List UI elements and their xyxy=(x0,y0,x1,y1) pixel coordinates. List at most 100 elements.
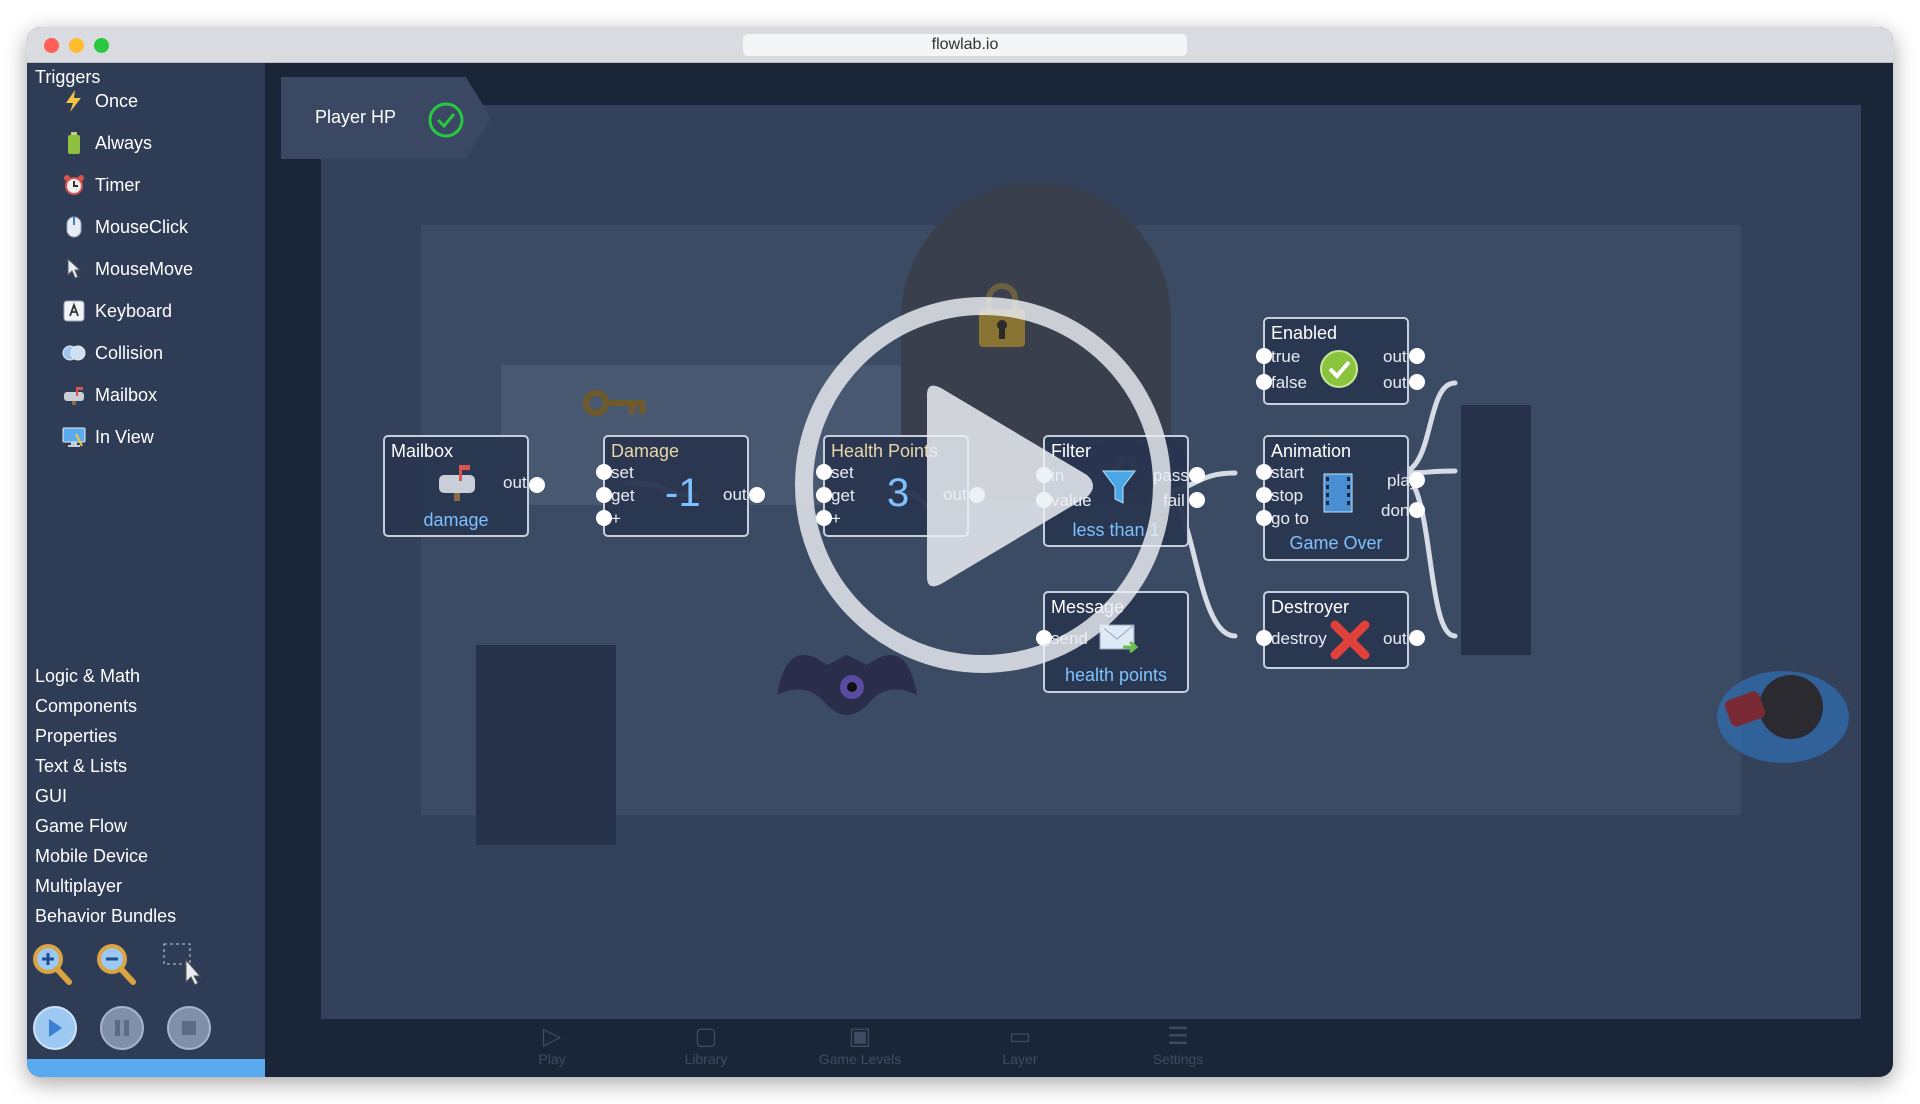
output-pin-pass[interactable] xyxy=(1189,467,1205,483)
category-components[interactable]: Components xyxy=(35,696,138,716)
input-pin-plus[interactable] xyxy=(596,510,612,526)
mailbox-icon xyxy=(61,382,87,408)
bottom-game-levels-tab[interactable]: ▣Game Levels xyxy=(815,1023,905,1077)
category-behavior-bundles[interactable]: Behavior Bundles xyxy=(35,906,177,926)
output-pin[interactable] xyxy=(1409,630,1425,646)
port-false-label: false xyxy=(1271,373,1307,392)
output-pin-fail[interactable] xyxy=(1189,492,1205,508)
input-pin-set[interactable] xyxy=(596,464,612,480)
behavior-palette-sidebar: Triggers Once Always Timer MouseClick Mo… xyxy=(27,63,265,1077)
category-gui[interactable]: GUI xyxy=(35,786,68,806)
monitor-icon xyxy=(61,424,87,450)
zoom-in-icon xyxy=(33,944,72,985)
stop-icon xyxy=(182,1021,196,1035)
trigger-once[interactable]: Once xyxy=(61,84,138,118)
video-play-overlay[interactable] xyxy=(795,297,1171,673)
pause-button[interactable] xyxy=(100,1006,144,1050)
trigger-label: Timer xyxy=(95,174,141,195)
film-strip-icon xyxy=(1323,473,1353,513)
output-pin-done[interactable] xyxy=(1409,502,1425,518)
red-x-icon xyxy=(1330,620,1370,660)
input-pin-destroy[interactable] xyxy=(1256,630,1272,646)
trigger-timer[interactable]: Timer xyxy=(61,168,140,202)
trigger-label: Collision xyxy=(95,342,164,363)
lightning-icon xyxy=(61,88,87,114)
select-tool-button[interactable] xyxy=(161,941,207,987)
trigger-label: Always xyxy=(95,132,153,153)
trigger-mouseclick[interactable]: MouseClick xyxy=(61,210,188,244)
trigger-label: In View xyxy=(95,426,154,447)
node-title: Damage xyxy=(611,441,680,461)
behavior-name: Player HP xyxy=(315,107,397,127)
node-value: -1 xyxy=(665,471,701,515)
port-out-label-2: out xyxy=(1383,373,1407,392)
node-title: Enabled xyxy=(1271,323,1338,343)
zoom-in-button[interactable] xyxy=(30,941,76,987)
bottom-play-tab[interactable]: ▷Play xyxy=(507,1023,597,1077)
trigger-mailbox[interactable]: Mailbox xyxy=(61,378,157,412)
input-pin-true[interactable] xyxy=(1256,348,1272,364)
zoom-out-icon xyxy=(97,944,136,985)
damage-node[interactable]: Damage set get + -1 out xyxy=(596,435,765,537)
maximize-window-button[interactable] xyxy=(94,38,109,53)
category-properties[interactable]: Properties xyxy=(35,726,118,746)
node-caption: health points xyxy=(1064,665,1168,685)
mailbox-icon xyxy=(439,465,475,501)
port-plus-label: + xyxy=(611,509,621,528)
play-triangle-icon xyxy=(927,385,1093,587)
category-text-lists[interactable]: Text & Lists xyxy=(35,756,128,776)
trigger-always[interactable]: Always xyxy=(61,126,152,160)
mailbox-node[interactable]: Mailbox out damage xyxy=(383,435,545,537)
input-pin-start[interactable] xyxy=(1256,464,1272,480)
bottom-library-tab[interactable]: ▢Library xyxy=(661,1023,751,1077)
triggers-heading[interactable]: Triggers xyxy=(35,67,101,87)
input-pin-stop[interactable] xyxy=(1256,487,1272,503)
node-title: Mailbox xyxy=(391,441,454,461)
category-mobile-device[interactable]: Mobile Device xyxy=(35,846,149,866)
trigger-label: MouseMove xyxy=(95,258,194,279)
input-pin-goto[interactable] xyxy=(1256,510,1272,526)
behavior-name-tab[interactable]: Player HP xyxy=(281,77,491,159)
output-pin[interactable] xyxy=(749,487,765,503)
behavior-editor-canvas[interactable]: Player HP Mailbox out damage D xyxy=(265,63,1893,1077)
close-window-button[interactable] xyxy=(44,38,59,53)
selection-cursor-icon xyxy=(163,943,202,986)
pause-icon xyxy=(115,1020,129,1036)
trigger-label: Once xyxy=(95,90,139,111)
destroyer-node[interactable]: Destroyer destroy out xyxy=(1256,591,1425,669)
bottom-tab-label: Layer xyxy=(1002,1051,1038,1067)
trigger-label: Keyboard xyxy=(95,300,173,321)
sliders-icon: ☰ xyxy=(1167,1023,1189,1050)
trigger-label: Mailbox xyxy=(95,384,158,405)
output-pin-2[interactable] xyxy=(1409,374,1425,390)
ok-button[interactable]: OK xyxy=(27,1059,265,1077)
check-circle-icon[interactable] xyxy=(427,101,465,139)
address-bar[interactable]: flowlab.io xyxy=(743,34,1187,56)
bottom-tab-label: Library xyxy=(684,1051,728,1067)
mouse-icon xyxy=(61,214,87,240)
input-pin-get[interactable] xyxy=(596,487,612,503)
keyboard-key-icon xyxy=(61,298,87,324)
trigger-keyboard[interactable]: Keyboard xyxy=(61,294,172,328)
stop-button[interactable] xyxy=(167,1006,211,1050)
category-game-flow[interactable]: Game Flow xyxy=(35,816,128,836)
trigger-collision[interactable]: Collision xyxy=(61,336,163,370)
folder-icon: ▭ xyxy=(1008,1023,1032,1050)
play-button[interactable] xyxy=(33,1006,77,1050)
bottom-settings-tab[interactable]: ☰Settings xyxy=(1133,1023,1223,1077)
output-pin[interactable] xyxy=(529,477,545,493)
minimize-window-button[interactable] xyxy=(69,38,84,53)
enabled-node[interactable]: Enabled true false out out xyxy=(1256,317,1425,405)
zoom-out-button[interactable] xyxy=(94,941,140,987)
category-logic-math[interactable]: Logic & Math xyxy=(35,666,141,686)
output-pin-1[interactable] xyxy=(1409,348,1425,364)
trigger-mousemove[interactable]: MouseMove xyxy=(61,252,193,286)
node-title: Destroyer xyxy=(1271,597,1350,617)
trigger-in-view[interactable]: In View xyxy=(61,420,154,454)
input-pin-false[interactable] xyxy=(1256,374,1272,390)
bottom-layer-tab[interactable]: ▭Layer xyxy=(975,1023,1065,1077)
animation-node[interactable]: Animation start stop go to play done Gam… xyxy=(1256,435,1425,561)
category-multiplayer[interactable]: Multiplayer xyxy=(35,876,123,896)
output-pin-play[interactable] xyxy=(1409,472,1425,488)
port-set-label: set xyxy=(611,463,634,482)
